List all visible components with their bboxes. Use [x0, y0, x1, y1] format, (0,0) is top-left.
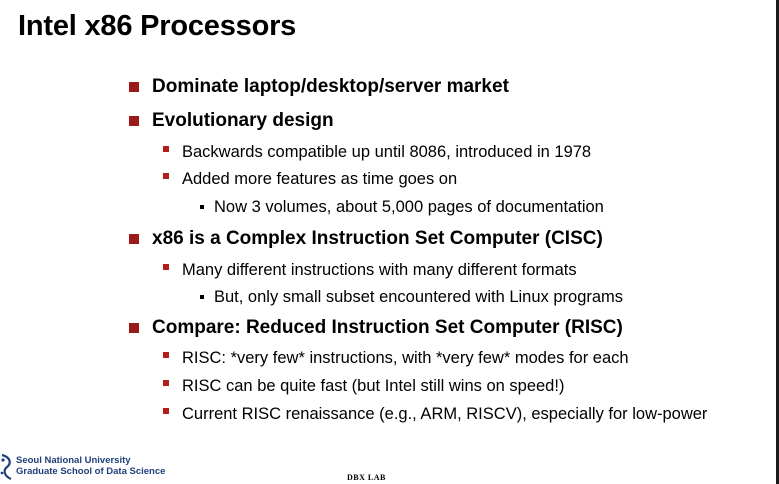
bullet-level3: But, only small subset encountered with …	[200, 285, 623, 309]
university-line1: Seoul National University	[16, 455, 131, 466]
bullet-level2: Current RISC renaissance (e.g., ARM, RIS…	[163, 402, 707, 426]
bullet-text: RISC: *very few* instructions, with *ver…	[182, 348, 629, 367]
square-bullet-icon	[200, 295, 204, 299]
bullet-text: Dominate laptop/desktop/server market	[152, 76, 509, 97]
bullet-text: Compare: Reduced Instruction Set Compute…	[152, 317, 623, 338]
square-bullet-icon	[129, 323, 139, 333]
bullet-text: Now 3 volumes, about 5,000 pages of docu…	[214, 197, 604, 216]
square-bullet-icon	[163, 264, 169, 270]
square-bullet-icon	[129, 116, 139, 126]
bullet-text: Evolutionary design	[152, 110, 334, 131]
bullet-text: Added more features as time goes on	[182, 169, 458, 188]
window-right-edge	[776, 0, 779, 484]
bullet-text: Many different instructions with many di…	[182, 260, 577, 279]
bullet-text: Backwards compatible up until 8086, intr…	[182, 142, 592, 161]
square-bullet-icon	[129, 234, 139, 244]
bullet-text: But, only small subset encountered with …	[214, 287, 624, 306]
square-bullet-icon	[129, 82, 139, 92]
square-bullet-icon	[163, 352, 169, 358]
university-logo: Seoul National University Graduate Schoo…	[0, 450, 165, 482]
square-bullet-icon	[163, 173, 169, 179]
bullet-level1: Evolutionary design	[129, 108, 334, 134]
square-bullet-icon	[163, 408, 169, 414]
university-name: Seoul National University Graduate Schoo…	[16, 455, 165, 477]
bullet-text: RISC can be quite fast (but Intel still …	[182, 376, 565, 395]
lab-name: DBX LAB	[347, 473, 386, 482]
bullet-level1: Dominate laptop/desktop/server market	[129, 74, 509, 100]
bullet-level1: x86 is a Complex Instruction Set Compute…	[129, 226, 603, 252]
bullet-level2: RISC can be quite fast (but Intel still …	[163, 374, 564, 398]
square-bullet-icon	[200, 205, 204, 209]
bullet-level3: Now 3 volumes, about 5,000 pages of docu…	[200, 195, 604, 219]
slide-title: Intel x86 Processors	[18, 10, 297, 42]
bullet-level1: Compare: Reduced Instruction Set Compute…	[129, 315, 623, 341]
bullet-level2: Many different instructions with many di…	[163, 258, 577, 282]
bullet-level2: Added more features as time goes on	[163, 167, 457, 191]
square-bullet-icon	[163, 146, 169, 152]
bullet-text: x86 is a Complex Instruction Set Compute…	[152, 228, 603, 249]
snu-emblem-icon	[0, 453, 12, 481]
university-line2: Graduate School of Data Science	[16, 466, 166, 477]
bullet-text: Current RISC renaissance (e.g., ARM, RIS…	[182, 404, 708, 423]
bullet-level2: Backwards compatible up until 8086, intr…	[163, 140, 591, 164]
square-bullet-icon	[163, 380, 169, 386]
bullet-level2: RISC: *very few* instructions, with *ver…	[163, 346, 629, 370]
